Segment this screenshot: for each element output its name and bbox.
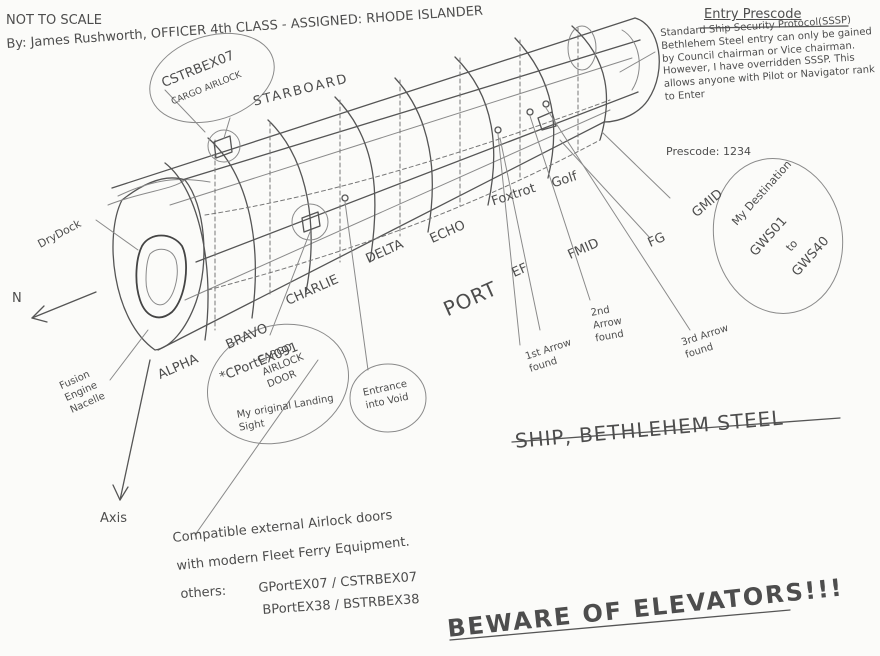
bulkhead <box>207 137 256 319</box>
stern-cap <box>603 17 660 123</box>
bulkhead <box>514 37 555 179</box>
bulkhead <box>454 56 495 206</box>
starboard-airlock-door <box>213 135 233 159</box>
port-airlock-callout <box>206 323 350 445</box>
north-arrow <box>31 291 97 319</box>
stern-hatch <box>537 111 557 131</box>
entry-box-title: Entry Prescode <box>704 7 802 22</box>
arrow-2-marker <box>526 108 534 116</box>
entry-box-body: Standard Ship Security Protocol(SSSP) Be… <box>660 14 876 103</box>
hull-upper-ridge <box>181 39 641 181</box>
destination-callout <box>712 158 844 314</box>
entry-prescode: Prescode: 1234 <box>666 145 751 158</box>
port-airlock-door <box>301 211 321 233</box>
north-label: N <box>12 291 22 306</box>
hull-bottom-edge <box>157 121 605 351</box>
scale-note: NOT TO SCALE <box>6 13 103 28</box>
bow-window <box>135 234 187 319</box>
bulkhead <box>394 77 433 233</box>
bulkhead <box>267 119 312 293</box>
arrow-found-2: 2nd Arrow found <box>590 304 625 345</box>
void-entrance-marker <box>341 194 349 202</box>
compat-others-label: others: <box>179 583 227 602</box>
bulkhead <box>571 25 608 141</box>
hull-top-edge <box>111 17 636 189</box>
bulkhead <box>164 162 209 341</box>
bulkhead <box>334 96 376 263</box>
arrow-1-marker <box>494 126 502 134</box>
axis-label: Axis <box>100 511 127 526</box>
arrow-3-marker <box>542 100 550 108</box>
starboard-airlock-callout <box>149 32 275 124</box>
void-entrance-callout <box>349 363 427 433</box>
bow-cap <box>112 177 205 351</box>
axis-arrow <box>119 359 151 501</box>
